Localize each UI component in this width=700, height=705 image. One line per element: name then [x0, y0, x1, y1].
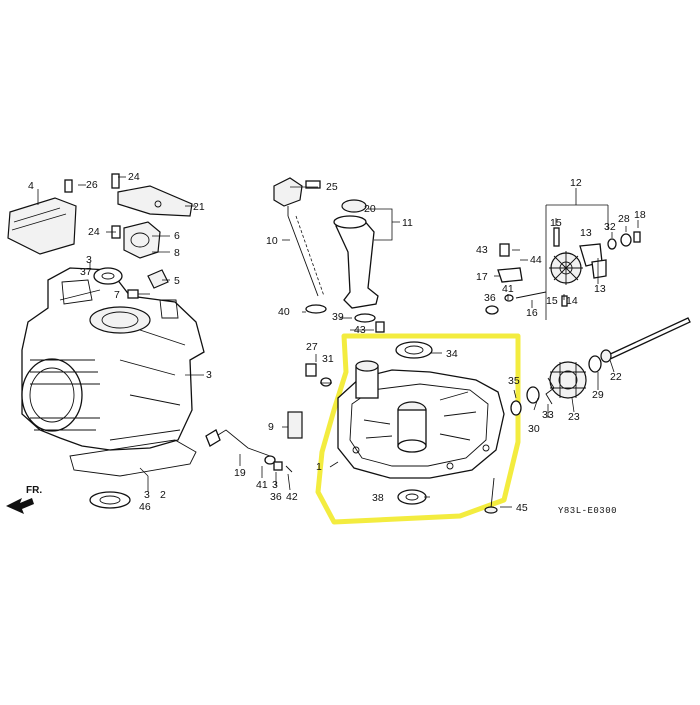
oil-filler-group — [273, 177, 385, 333]
callout-45: 45 — [516, 502, 528, 514]
callout-24-top: 24 — [128, 171, 140, 183]
callout-31: 31 — [322, 353, 334, 365]
dipstick-rod — [287, 215, 319, 297]
callout-3-c: 3 — [144, 489, 150, 501]
breather-plate — [117, 185, 193, 217]
callout-7: 7 — [114, 289, 120, 301]
callout-29: 29 — [592, 389, 604, 401]
callout-13-bottom: 13 — [594, 283, 606, 295]
callout-23: 23 — [568, 411, 580, 423]
callout-18: 18 — [634, 209, 646, 221]
leader-lines — [37, 176, 639, 508]
cylinder-block-group: FR. — [6, 173, 205, 514]
callout-34: 34 — [446, 348, 458, 360]
callout-40: 40 — [278, 306, 290, 318]
bearing-37 — [93, 267, 123, 285]
callout-5: 5 — [174, 275, 180, 287]
callout-36-right: 36 — [484, 292, 496, 304]
callout-15-top: 15 — [550, 217, 562, 229]
callout-15-bottom: 15 — [546, 295, 558, 307]
crankcase-cover-group — [305, 333, 522, 525]
callout-30: 30 — [528, 423, 540, 435]
callout-27: 27 — [306, 341, 318, 353]
callout-8: 8 — [174, 247, 180, 259]
gasket — [69, 439, 197, 477]
governor-assembly-group — [485, 188, 691, 405]
clip-5 — [147, 269, 169, 289]
cam-gear-23 — [549, 361, 587, 399]
callout-16: 16 — [526, 307, 538, 319]
callout-4: 4 — [28, 180, 34, 192]
callout-39: 39 — [332, 311, 344, 323]
callout-19: 19 — [234, 467, 246, 479]
callout-44: 44 — [530, 254, 542, 266]
governor-arm-group — [205, 411, 303, 473]
callout-13-top: 13 — [580, 227, 592, 239]
callout-38: 38 — [372, 492, 384, 504]
callout-25: 25 — [326, 181, 338, 193]
callout-3-d: 3 — [272, 479, 278, 491]
camshaft-22 — [605, 317, 691, 361]
front-direction-arrow — [6, 498, 34, 514]
callout-9: 9 — [268, 421, 274, 433]
callout-43-center: 43 — [354, 324, 366, 336]
breather-cover — [123, 221, 161, 259]
callout-24-mid: 24 — [88, 226, 100, 238]
governor-shaft-16 — [515, 291, 547, 299]
callout-46: 46 — [139, 501, 151, 513]
callout-10: 10 — [266, 235, 278, 247]
front-direction-label: FR. — [26, 485, 42, 496]
o-ring-39 — [354, 313, 376, 323]
callout-12: 12 — [570, 177, 582, 189]
bearing-34 — [395, 341, 433, 359]
callout-26: 26 — [86, 179, 98, 191]
callout-3-a: 3 — [86, 254, 92, 266]
callout-21: 21 — [193, 201, 205, 213]
callout-17: 17 — [476, 271, 488, 283]
cylinder-bore — [21, 358, 83, 432]
callout-37: 37 — [80, 266, 92, 278]
callout-36-bottom: 36 — [270, 491, 282, 503]
callout-20: 20 — [364, 203, 376, 215]
diagram-code: Y83L-E0300 — [558, 506, 617, 516]
callout-32: 32 — [604, 221, 616, 233]
callout-6: 6 — [174, 230, 180, 242]
governor-arm-19 — [209, 429, 271, 457]
callout-41-right: 41 — [502, 283, 514, 295]
callout-42: 42 — [286, 491, 298, 503]
clip-9 — [287, 411, 303, 439]
callout-1: 1 — [316, 461, 322, 473]
callout-2: 2 — [160, 489, 166, 501]
dipstick-cap — [273, 177, 303, 207]
callout-35: 35 — [508, 375, 520, 387]
callout-33: 33 — [542, 409, 554, 421]
seal-35 — [510, 400, 522, 416]
air-guide-plate — [7, 197, 77, 255]
oil-seal-46 — [89, 491, 131, 509]
callout-43-right: 43 — [476, 244, 488, 256]
callout-11: 11 — [402, 217, 413, 229]
callout-labels: 4 26 24 21 24 6 8 3 37 5 7 3 3 2 46 25 2… — [28, 171, 646, 516]
callout-3-b: 3 — [206, 369, 212, 381]
oil-seal-38 — [397, 489, 427, 505]
callout-28: 28 — [618, 213, 630, 225]
callout-41-bottom: 41 — [256, 479, 268, 491]
callout-22: 22 — [610, 371, 622, 383]
bolt-45 — [490, 477, 495, 509]
o-ring-40 — [305, 304, 327, 314]
oil-filler-tube — [335, 217, 379, 309]
filler-cap — [341, 199, 367, 213]
callout-14: 14 — [566, 295, 578, 307]
